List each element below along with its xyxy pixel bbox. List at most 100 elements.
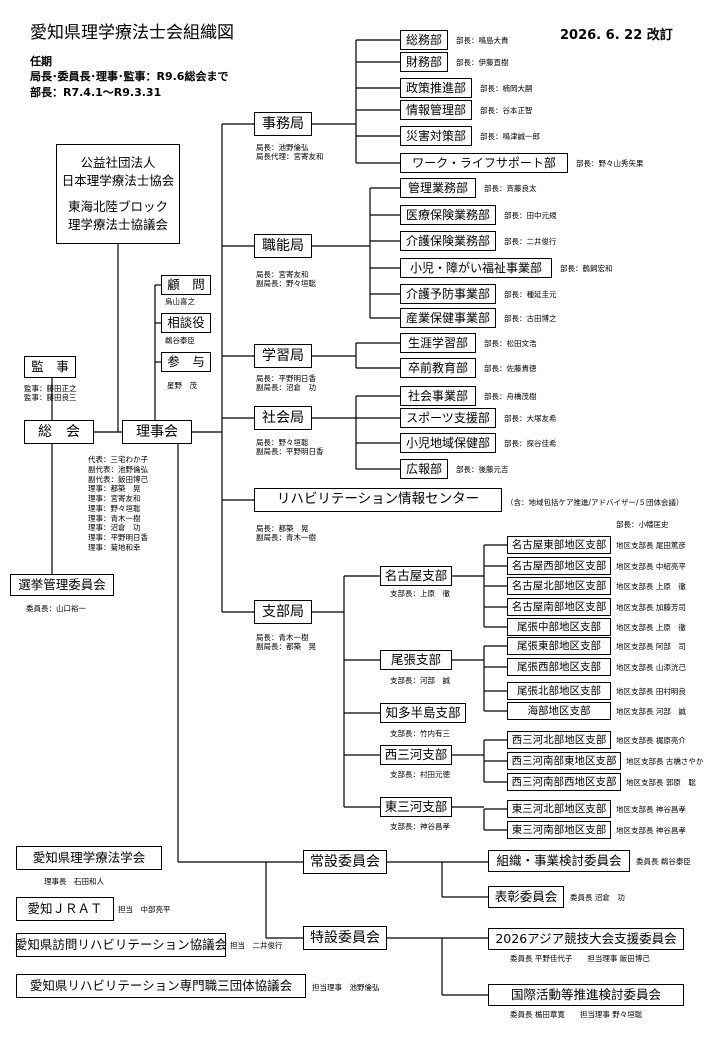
department-box: 医療保険業務部 [400,205,496,225]
related-org-society-box: 愛知県理学療法学会 [16,846,162,870]
related-org-home-rehab-box: 愛知県訪問リハビリテーション協議会 [15,933,227,957]
department-box: ワーク・ライフサポート部 [400,153,568,173]
district-box: 名古屋東部地区支部 [507,536,611,554]
district-head-note: 地区支部長 上原 徹 [616,582,686,591]
department-head-note: 部長：伊藤直樹 [456,58,509,67]
related-org-home-rehab-note: 担当 二井俊行 [230,941,283,950]
related-org-jrat-box: 愛知ＪＲＡＴ [16,897,114,921]
district-head-note: 地区支部長 阿部 司 [616,642,686,651]
department-head-note: 部長：野々山秀矢果 [576,159,644,168]
rehab-info-center-suffix: （含：地域包括ケア推進/アドバイザー/５団体会議） [506,498,684,507]
rehab-info-center-note: 局長：都築 晃副局長：青木一樹 [256,524,316,543]
learning-bureau-box: 学習局 [254,344,312,368]
district-box: 東三河北部地区支部 [507,800,611,818]
branch-bureau-box: 支部局 [254,600,312,624]
district-head-note: 地区支部長 尾田篤彦 [616,541,686,550]
term-line-2: 部長：R7.4.1～R9.3.31 [30,85,162,99]
board-member: 理事：青木一樹 [88,513,141,523]
organization-committee-note: 委員長 鵜谷泰臣 [636,857,691,866]
special-committee-box: 特設委員会 [303,926,387,950]
board-member: 理事：宮寄友和 [88,494,141,503]
department-head-note: 部長：舟橋茂樹 [484,392,537,401]
advisor-note: 烏山喜之 [165,297,195,306]
department-box: 政策推進部 [400,78,472,98]
branch-head-note: 支部長：河部 誠 [390,676,450,685]
auditor-note: 監事：藤田正之 監事：藤田良三 [24,384,77,403]
district-box: 名古屋北部地区支部 [507,577,611,595]
department-head-note: 部長：鳴島大貴 [456,36,509,45]
department-head-note: 部長：谷本正智 [480,106,533,115]
board-member: 理事：平野明日香 [88,533,148,542]
district-box: 名古屋西部地区支部 [507,557,611,575]
related-org-society-note: 理事長 石田和人 [44,877,104,886]
international-committee-box: 国際活動等推進検討委員会 [488,984,684,1006]
award-committee-note: 委員長 沼倉 功 [570,893,625,902]
election-committee-box: 選挙管理委員会 [10,574,114,596]
rehab-info-center-box: リハビリテーション情報センター [254,488,502,512]
department-head-note: 部長：古田博之 [504,314,557,323]
department-head-note: 部長：斉藤良太 [484,184,537,193]
branch-box: 知多半島支部 [380,703,466,723]
standing-committee-box: 常設委員会 [303,850,387,874]
award-committee-box: 表彰委員会 [488,886,564,908]
organization-committee-box: 組織・事業検討委員会 [488,850,630,872]
department-box: 介護保険業務部 [400,231,496,251]
district-head-note: 地区支部長 加藤芳司 [616,603,686,612]
district-box: 尾張東部地区支部 [507,637,611,655]
department-box: 財務部 [400,52,448,72]
branch-top-note: 部長：小幡匡史 [616,520,669,529]
department-box: スポーツ支援部 [400,408,496,428]
social-bureau-note: 局長：野々垣聡副局長：平野明日香 [256,438,324,457]
district-box: 西三河南部東地区支部 [507,752,621,770]
election-committee-note: 委員長：山口裕一 [26,604,86,613]
learning-bureau-note: 局長：平野明日香副局長：沼倉 功 [256,374,316,393]
asian-games-committee-box: 2026アジア競技大会支援委員会 [488,928,684,950]
councilor-note: 星野 茂 [167,381,197,390]
social-bureau-box: 社会局 [254,406,312,430]
department-box: 生涯学習部 [400,333,476,353]
national-line-2: 日本理学療法士協会 [61,172,175,188]
department-head-note: 部長：鳴津誠一郎 [480,132,540,141]
district-box: 尾張北部地区支部 [507,682,611,700]
department-box: 管理業務部 [400,178,476,198]
department-box: 小児地域保健部 [400,433,496,453]
term-line-1: 局長･委員長･理事･監事：R9.6総会まで [30,70,229,84]
related-org-three-assoc-box: 愛知県リハビリテーション専門職三団体協議会 [16,974,306,998]
department-box: 情報管理部 [400,100,472,120]
branch-head-note: 支部長：竹内有三 [390,729,450,738]
district-head-note: 地区支部長 梶原亮介 [616,736,686,745]
consultant-box: 相談役 [161,313,211,333]
councilor-box: 参 与 [161,352,211,372]
board-member: 副代表：飯田博己 [88,474,148,484]
department-head-note: 部長：鶴飼宏和 [560,264,613,273]
auditor-box: 監 事 [24,356,76,378]
district-head-note: 地区支部長 郭原 聡 [626,778,696,787]
branch-bureau-note: 局長：青木一樹副局長：都築 晃 [256,633,316,652]
department-box: 社会事業部 [400,386,476,406]
department-head-note: 部長：松田文浩 [484,339,537,348]
related-org-three-assoc-note: 担当理事 池野倫弘 [312,983,380,992]
department-head-note: 部長：佐藤貴徳 [484,364,537,373]
board-members-list: 代表：三宅わか子副代表：池野倫弘副代表：飯田博己理事：都築 晃理事：宮寄友和理事… [88,455,148,553]
district-box: 名古屋南部地区支部 [507,598,611,616]
branch-box: 尾張支部 [380,650,452,670]
board-member: 理事：都築 晃 [88,484,141,494]
district-head-note: 地区支部長 河部 誠 [616,707,686,716]
district-head-note: 地区支部長 古橋さやか [626,757,704,766]
district-box: 尾張西部地区支部 [507,658,611,676]
department-box: 総務部 [400,30,448,50]
professional-bureau-note: 局長：宮寄友和副局長：野々垣聡 [256,270,316,289]
district-box: 尾張中部地区支部 [507,618,611,636]
department-head-note: 部長：大塚友希 [504,414,557,423]
general-meeting-box: 総 会 [24,420,94,444]
district-head-note: 地区支部長 神谷昌孝 [616,805,686,814]
branch-head-note: 支部長：上原 徹 [390,589,450,598]
district-head-note: 地区支部長 神谷昌孝 [616,826,686,835]
national-line-1: 公益社団法人 [80,154,156,170]
board-member: 理事：菊地和幸 [88,542,141,552]
board-member: 副代表：池野倫弘 [88,464,148,474]
district-box: 西三河北部地区支部 [507,731,611,749]
international-committee-note: 委員長 楯田章寛 担当理事 野々垣聡 [510,1010,643,1019]
department-head-note: 部長：後藤元吉 [456,465,509,474]
